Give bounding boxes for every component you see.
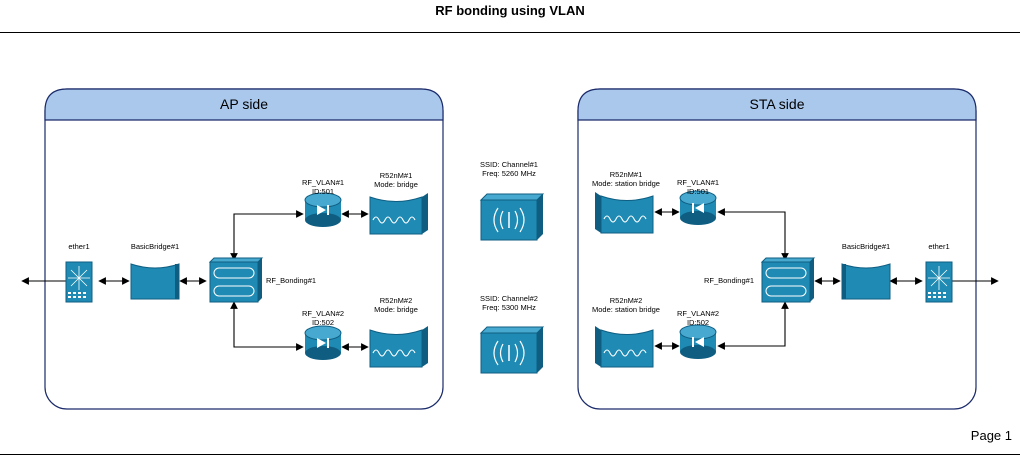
link1-freq: Freq: 5260 MHz [482,169,536,178]
sta-radio2-interface [595,326,654,368]
page-number: Page 1 [970,428,1012,443]
ap-vlan2-router [304,325,342,360]
ap-radio1-interface [369,193,428,235]
ap-vlan1-id: ID:501 [312,187,334,196]
sta-radio2-name: R52nM#2 [610,296,643,305]
sta-vlan1-name: RF_VLAN#1 [677,178,719,187]
sta-ether1-port [925,261,953,303]
sta-ether1-label: ether1 [928,242,949,251]
sta-radio1-name: R52nM#1 [610,170,643,179]
wireless-link-2 [479,326,545,374]
ap-radio2-interface [369,326,428,368]
ap-radio2-name: R52nM#2 [380,296,413,305]
sta-vlan1-id: ID:501 [687,187,709,196]
sta-basic-bridge [841,263,891,300]
ap-vlan1-router [304,192,342,227]
sta-radio1-interface [595,192,654,234]
connectors [21,208,999,351]
ap-ether1-label: ether1 [68,242,89,251]
sta-radio2-mode: Mode: station bridge [592,305,660,314]
ap-vlan1-name: RF_VLAN#1 [302,178,344,187]
ap-radio2-mode: Mode: bridge [374,305,418,314]
ap-vlan2-name: RF_VLAN#2 [302,309,344,318]
sta-vlan2-router [679,324,717,359]
sta-vlan1-router [679,190,717,225]
ap-vlan2-id: ID:502 [312,318,334,327]
ap-ether1-port [65,261,93,303]
ap-radio1-mode: Mode: bridge [374,180,418,189]
sta-bridge-label: BasicBridge#1 [842,242,890,251]
wireless-link-1 [479,193,545,241]
sta-side-title: STA side [750,96,805,112]
link2-ssid: SSID: Channel#2 [480,294,538,303]
top-rule [0,32,1020,33]
ap-basic-bridge [130,263,180,300]
ap-bridge-label: BasicBridge#1 [131,242,179,251]
sta-radio1-mode: Mode: station bridge [592,179,660,188]
ap-side-title: AP side [220,96,268,112]
ap-rf-bonding [208,257,264,303]
ap-bonding-label: RF_Bonding#1 [266,276,316,285]
page-title: RF bonding using VLAN [435,3,585,18]
bottom-rule [0,454,1020,455]
sta-rf-bonding [760,257,816,303]
sta-vlan2-name: RF_VLAN#2 [677,309,719,318]
sta-bonding-label: RF_Bonding#1 [704,276,754,285]
link1-ssid: SSID: Channel#1 [480,160,538,169]
ap-radio1-name: R52nM#1 [380,171,413,180]
sta-vlan2-id: ID:502 [687,318,709,327]
link2-freq: Freq: 5300 MHz [482,303,536,312]
